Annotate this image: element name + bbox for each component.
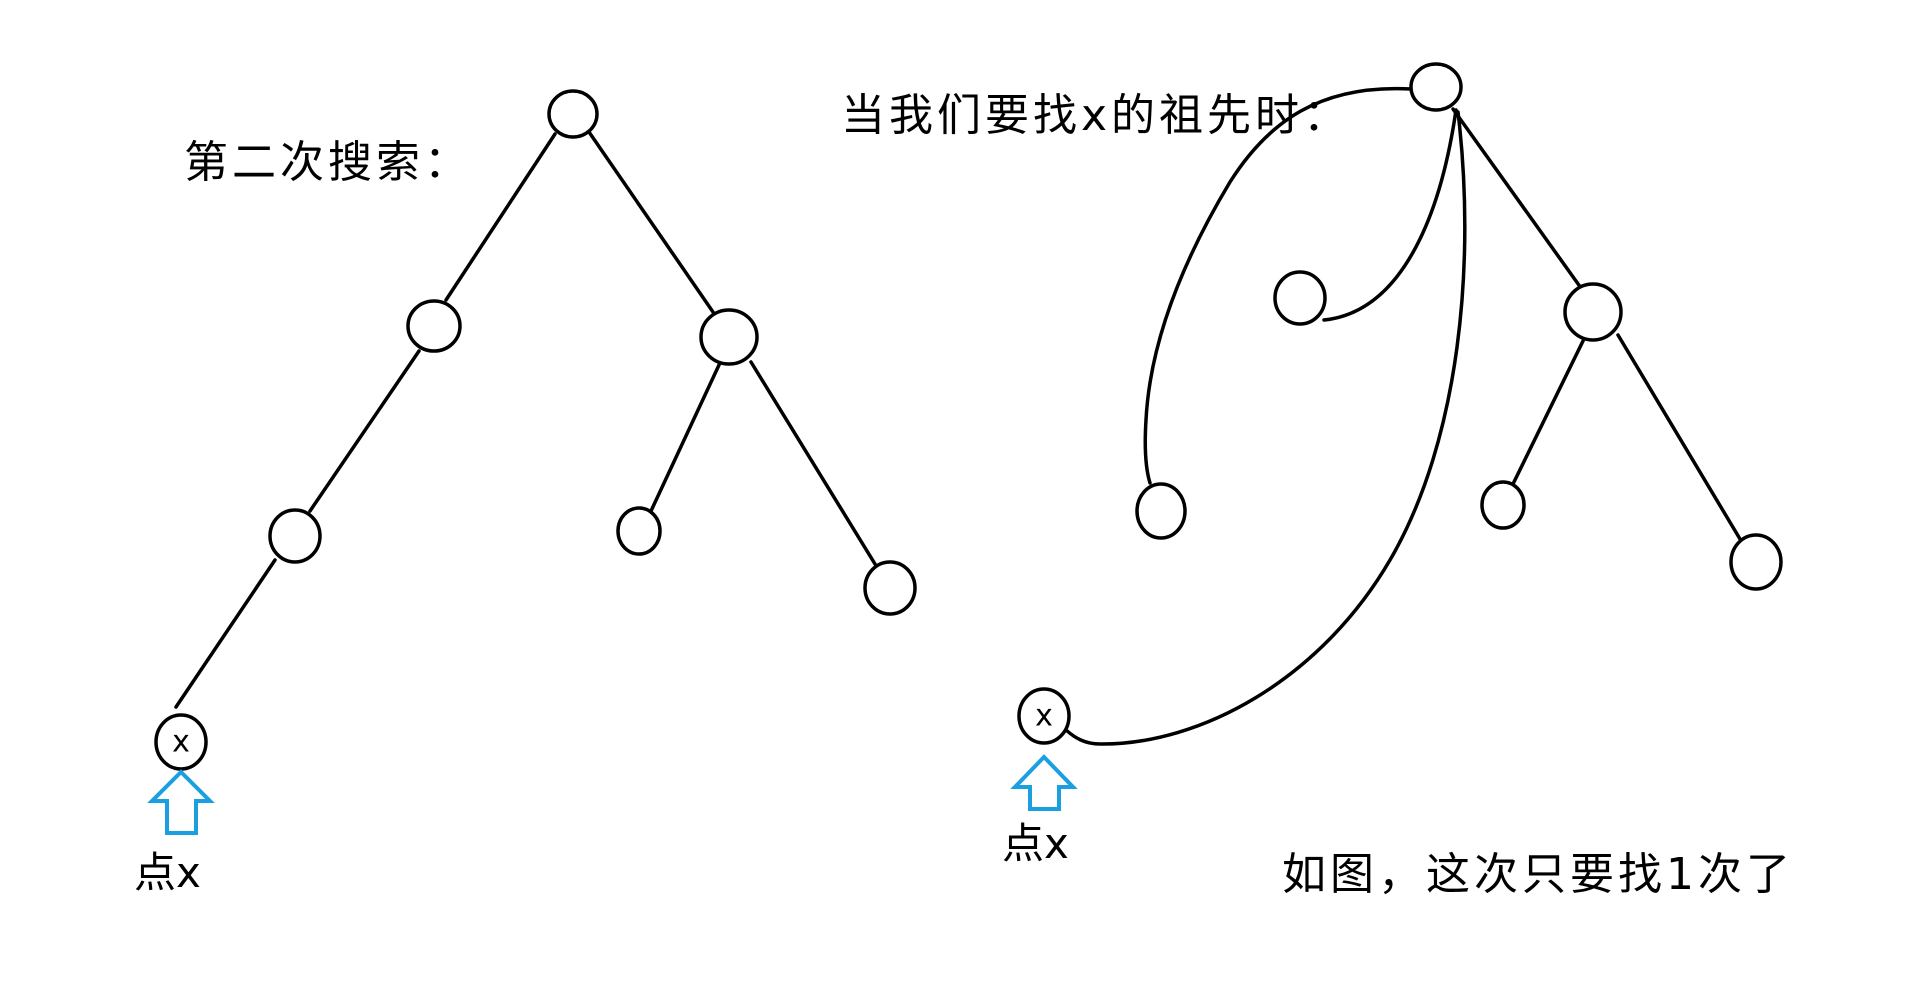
right-curve-x-root [1064,110,1467,746]
right-tree-title: 当我们要找x的祖先时： [841,90,1351,141]
left-node-x-label: x [172,725,190,760]
right-edge-b-br [1616,333,1742,541]
right-curve-a-root [1322,108,1458,322]
right-curve-c-root [1143,86,1413,485]
left-node-rl [616,506,662,556]
left-tree-title: 第二次搜索： [184,137,472,188]
up-arrow-icon [1010,754,1078,811]
right-node-root [1409,62,1463,112]
right-edge-b-bl [1511,339,1585,486]
right-node-br [1729,533,1783,591]
left-node-rr [863,560,917,616]
left-edge-l2-x [174,558,277,709]
right-node-x [1017,687,1071,745]
right-node-a [1273,270,1327,326]
right-edge-root-b [1451,107,1583,290]
right-node-c [1135,482,1187,540]
up-arrow-icon [147,769,215,835]
left-node-l2 [268,508,322,564]
left-node-l1 [406,299,462,353]
left-pointer-label: 点x [134,848,201,897]
left-tree: 第二次搜索： x 点x [134,89,917,897]
left-edge-root-r1 [587,130,715,314]
left-node-r1 [699,308,759,366]
right-pointer-label: 点x [1002,819,1069,868]
right-node-b [1563,282,1623,342]
right-caption: 如图，这次只要找1次了 [1282,849,1794,900]
left-edge-l1-l2 [308,349,421,513]
left-node-root [547,89,599,139]
left-edge-root-l1 [444,132,557,302]
left-edge-r1-rr [749,360,877,566]
left-node-x [154,713,208,771]
left-edge-r1-rl [649,363,721,513]
right-node-bl [1480,480,1526,530]
right-node-x-label: x [1035,699,1053,734]
right-tree: 当我们要找x的祖先时： x 点x 如图，这次只要找1次了 [841,62,1794,900]
